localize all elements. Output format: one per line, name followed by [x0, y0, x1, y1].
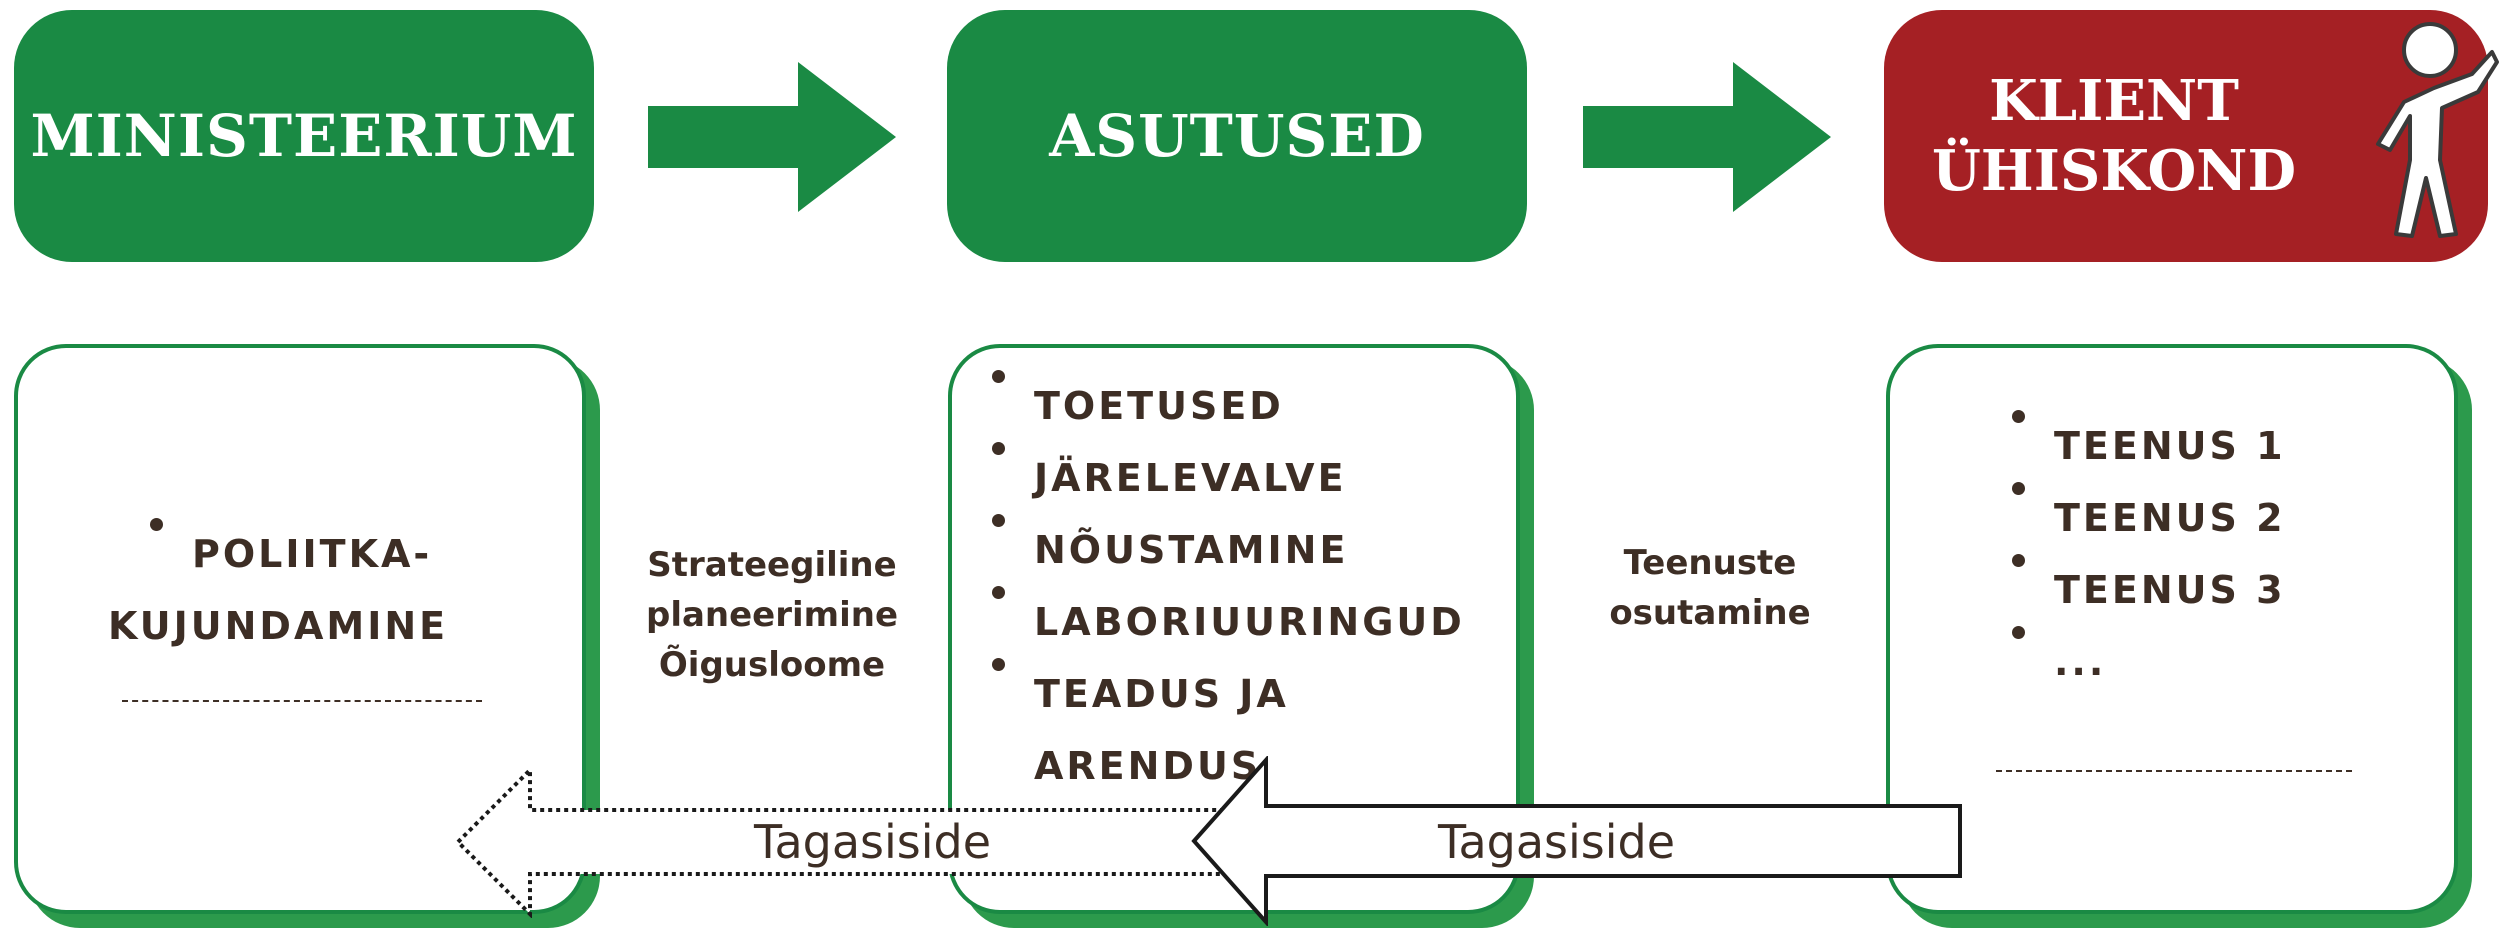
list-item: NÕUSTAMINE [992, 514, 1465, 586]
header-client-line1: KLIENT [1989, 68, 2239, 134]
header-agencies-label: ASUTUSED [1049, 102, 1425, 170]
feedback-arrow-solid [1191, 756, 1962, 926]
header-ministry: MINISTEERIUM [14, 10, 594, 262]
connector-label-left: Strateegiline planeerimine Õigusloome [645, 545, 899, 685]
connector-label-right: Teenuste osutamine [1609, 543, 1811, 633]
list-item: TOETUSED [992, 370, 1465, 442]
arrow-right-2 [1583, 62, 1831, 212]
list-item: TEENUS 2 [2012, 482, 2286, 554]
list-item: LABORIUURINGUD [992, 586, 1465, 658]
header-ministry-label: MINISTEERIUM [30, 102, 578, 170]
list-item: TEENUS 3 [2012, 554, 2286, 626]
list-item: JÄRELEVALVE [992, 442, 1465, 514]
feedback-label-dotted: Tagasiside [754, 815, 992, 869]
card-client [1886, 344, 2472, 928]
arrow-right-1 [648, 62, 896, 212]
feedback-label-solid: Tagasiside [1438, 815, 1676, 869]
client-list: TEENUS 1 TEENUS 2 TEENUS 3 ... [2012, 410, 2286, 698]
list-item: TEENUS 1 [2012, 410, 2286, 482]
agencies-list: TOETUSED JÄRELEVALVE NÕUSTAMINE LABORIUU… [992, 370, 1465, 730]
agencies-list-continuation: ARENDUS [1034, 744, 1262, 788]
person-icon [2376, 22, 2499, 238]
header-agencies: ASUTUSED [947, 10, 1527, 262]
ministry-list: POLIITKA- [149, 518, 432, 590]
header-client-line2: ÜHISKOND [1931, 138, 2297, 204]
list-item: ... [2012, 626, 2286, 698]
list-item: TEADUS JA [992, 658, 1465, 730]
ministry-list-continuation: KUJUNDAMINE [108, 604, 449, 648]
ministry-divider [122, 700, 482, 702]
client-divider [1996, 770, 2352, 772]
list-item: POLIITKA- [149, 518, 432, 590]
